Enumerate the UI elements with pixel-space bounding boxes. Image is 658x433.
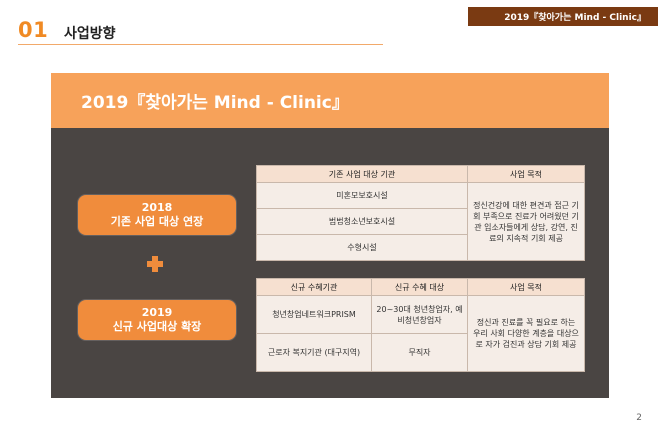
existing-org-cell: 미혼모보호시설 (256, 182, 468, 209)
existing-table: 기존 사업 대상 기관 사업 목적 미혼모보호시설 정신건강에 대한 편견과 접… (256, 165, 585, 261)
new-org-cell: 근로자 복지기관 (대구지역) (256, 333, 372, 372)
existing-target-pill: 2018 기존 사업 대상 연장 (78, 195, 236, 235)
existing-year: 2018 (141, 201, 173, 214)
existing-purpose-cell: 정신건강에 대한 편견과 접근 기회 부족으로 진료가 어려웠던 기관 입소자들… (467, 182, 585, 261)
new-header-target: 신규 수혜 대상 (371, 278, 468, 296)
new-year: 2019 (141, 306, 173, 319)
existing-org-cell: 수형시설 (256, 234, 468, 261)
new-label: 신규 사업대상 확장 (112, 320, 202, 333)
new-target-pill: 2019 신규 사업대상 확장 (78, 300, 236, 340)
title-banner: 2019『찾아가는 Mind - Clinic』 (51, 73, 609, 128)
new-purpose-cell: 정신과 진료를 꼭 필요로 하는 우리 사회 다양한 계층을 대상으로 자가 검… (467, 295, 585, 372)
existing-header-purpose: 사업 목적 (467, 165, 585, 183)
header-tag: 2019『찾아가는 Mind - Clinic』 (468, 7, 658, 26)
new-org-cell: 청년창업네트워크PRISM (256, 295, 372, 334)
new-header-org: 신규 수혜기관 (256, 278, 372, 296)
page-number: 2 (636, 413, 642, 423)
new-target-cell: 20~30대 청년창업자, 예비청년창업자 (371, 295, 468, 334)
plus-icon (145, 254, 165, 274)
new-target-cell: 무직자 (371, 333, 468, 372)
section-divider (18, 44, 383, 45)
existing-label: 기존 사업 대상 연장 (110, 215, 204, 228)
banner-title: 2019『찾아가는 Mind - Clinic』 (81, 93, 349, 113)
existing-org-cell: 범법청소년보호시설 (256, 208, 468, 235)
section-number: 01 (18, 18, 49, 42)
new-table: 신규 수혜기관 신규 수혜 대상 사업 목적 청년창업네트워크PRISM 20~… (256, 278, 585, 372)
existing-header-org: 기존 사업 대상 기관 (256, 165, 468, 183)
new-header-purpose: 사업 목적 (467, 278, 585, 296)
section-title: 사업방향 (64, 26, 116, 42)
